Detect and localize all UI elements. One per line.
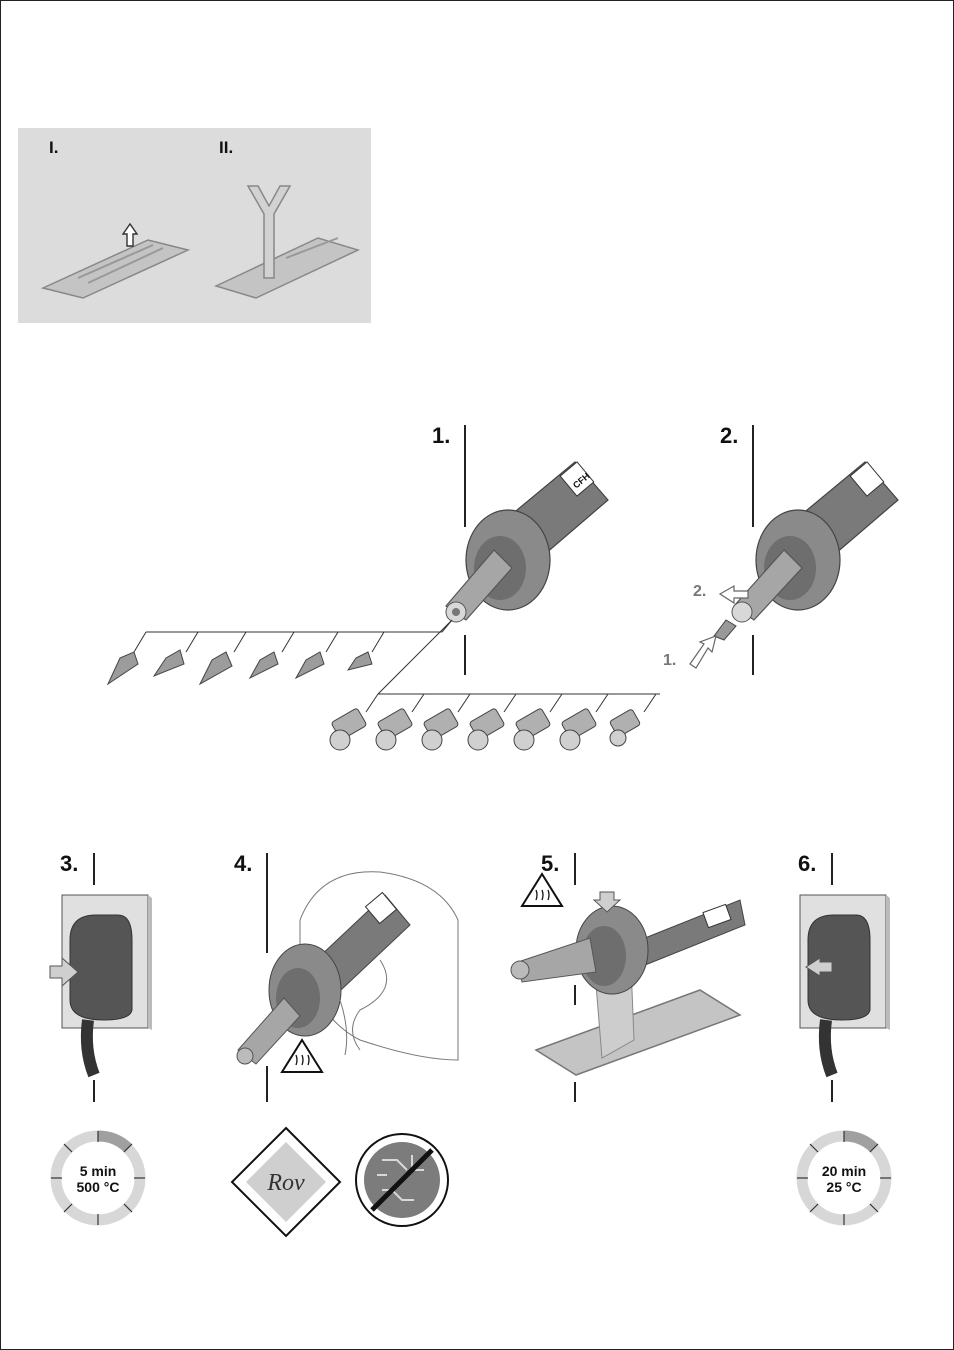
stand-step-label-1: I.	[49, 138, 59, 157]
step-4-label: 4.	[234, 851, 253, 876]
push-arrow-icon	[689, 635, 717, 669]
plug-in-arrow-icon	[49, 956, 79, 988]
step-6-divider-bottom	[831, 1080, 833, 1102]
step-2-divider-bottom	[752, 635, 754, 675]
material-logo-text: Rov	[266, 1170, 305, 1196]
step-3-divider-top	[93, 853, 95, 885]
heat-temp: 500 °C	[76, 1179, 120, 1195]
step-4-divider-bottom	[266, 1066, 268, 1102]
step-1-label: 1.	[432, 423, 451, 448]
heat-up-dial: 5 min 500 °C	[50, 1130, 146, 1226]
cool-temp: 25 °C	[826, 1179, 862, 1195]
step-5-divider-top	[574, 853, 576, 885]
down-arrow-icon	[592, 891, 622, 913]
wood-leather-material-icon: Rov	[230, 1126, 342, 1238]
step-5-label: 5.	[541, 851, 560, 876]
no-circuit-board-icon	[355, 1133, 449, 1227]
dial-ring-icon-2	[796, 1130, 892, 1226]
step-5-divider-mid	[574, 985, 576, 1005]
heat-time: 5 min	[79, 1163, 117, 1179]
cool-down-dial: 20 min 25 °C	[796, 1130, 892, 1226]
rotate-arrow-icon	[718, 584, 749, 605]
step-3-label: 3.	[60, 851, 79, 876]
dial-ring-icon	[50, 1130, 146, 1226]
step-2-substep-1: 1.	[663, 652, 677, 669]
step-2-label: 2.	[720, 423, 739, 448]
stand-step-label-2: II.	[219, 138, 234, 157]
stand-illustration	[40, 185, 361, 299]
step-1-divider-bottom	[464, 635, 466, 675]
step-1-divider-top	[464, 425, 466, 527]
step-4-divider-top	[266, 853, 268, 953]
step-6-label: 6.	[798, 851, 817, 876]
step-5-divider-bottom	[574, 1082, 576, 1102]
unplug-arrow-icon	[805, 957, 833, 977]
cool-time: 20 min	[821, 1163, 867, 1179]
step-2-divider-top	[752, 425, 754, 527]
stand-assembly-panel: I. II.	[18, 128, 371, 323]
step-2-substep-2: 2.	[693, 583, 707, 600]
step-6-divider-top	[831, 853, 833, 885]
step-3-divider-bottom	[93, 1080, 95, 1102]
